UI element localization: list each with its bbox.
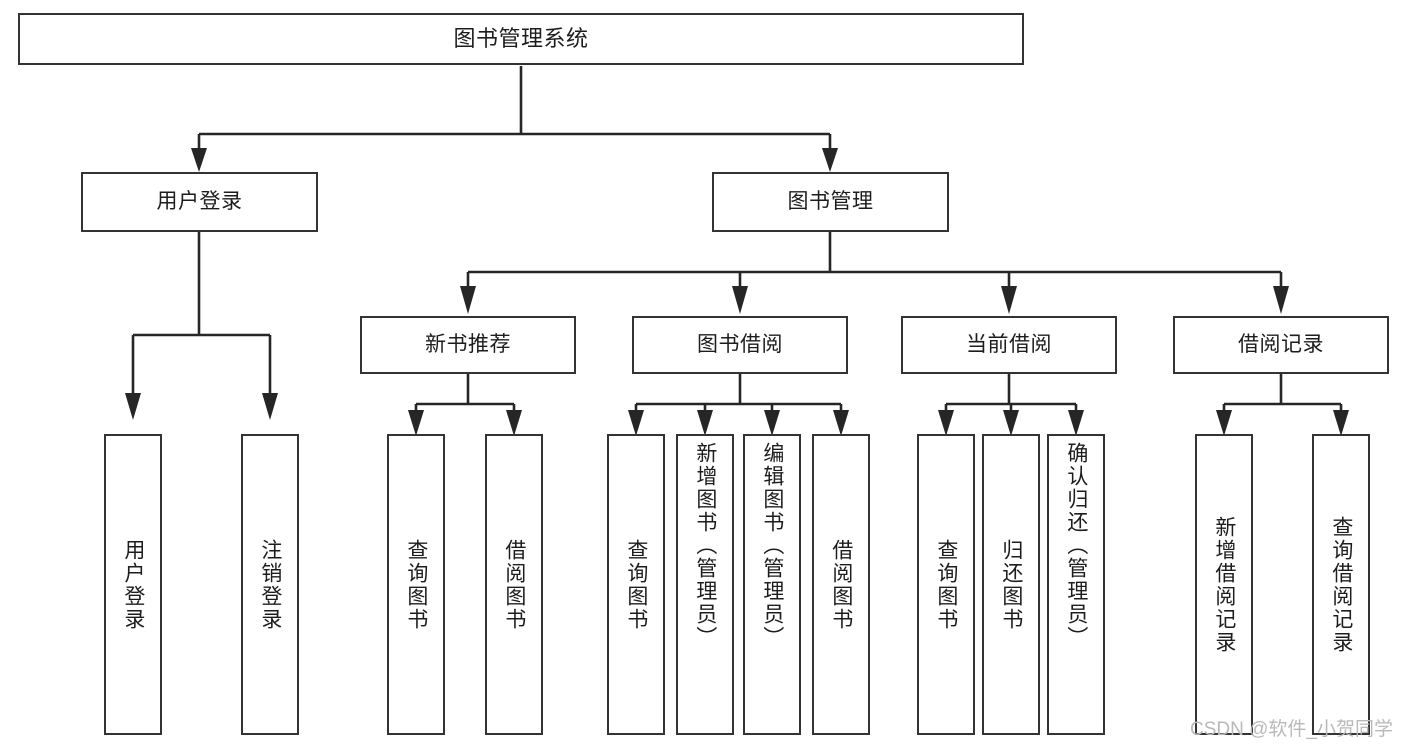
arrowhead-borrow-record — [1273, 286, 1289, 314]
node-leaf-edit-book[interactable]: 编辑图书（管理员） — [743, 434, 801, 735]
node-leaf-edit-book-label: 编辑图书（管理员） — [760, 442, 784, 649]
node-leaf-borrow-book-1[interactable]: 借阅图书 — [485, 434, 543, 735]
arrowhead-leaf-query-book-1 — [408, 410, 424, 436]
node-leaf-query-record[interactable]: 查询借阅记录 — [1312, 434, 1370, 735]
node-borrow-record-label: 借阅记录 — [1238, 332, 1324, 356]
arrowhead-leaf-confirm-return — [1068, 410, 1084, 436]
node-leaf-confirm-return[interactable]: 确认归还（管理员） — [1047, 434, 1105, 735]
node-book-manage[interactable]: 图书管理 — [712, 172, 949, 232]
node-book-borrow-label: 图书借阅 — [697, 332, 783, 356]
node-current-borrow-label: 当前借阅 — [966, 332, 1052, 356]
node-leaf-add-book[interactable]: 新增图书（管理员） — [676, 434, 734, 735]
arrowhead-leaf-borrow-book-1 — [506, 410, 522, 436]
arrowhead-leaf-edit-book — [764, 410, 780, 436]
arrowhead-leaf-borrow-book-2 — [833, 410, 849, 436]
watermark-text: CSDN @软件_小贺同学 — [1190, 719, 1393, 740]
node-user-login[interactable]: 用户登录 — [81, 172, 318, 232]
node-leaf-confirm-return-label: 确认归还（管理员） — [1064, 442, 1088, 649]
node-leaf-add-book-label: 新增图书（管理员） — [693, 442, 717, 649]
arrowhead-new-book-recommend — [460, 286, 476, 314]
arrowhead-book-borrow — [732, 286, 748, 314]
node-leaf-add-record[interactable]: 新增借阅记录 — [1195, 434, 1253, 735]
arrowhead-user-login — [191, 148, 207, 172]
node-leaf-return-book-label: 归还图书 — [999, 538, 1023, 631]
arrowhead-book-manage — [822, 148, 838, 172]
node-leaf-query-book-1-label: 查询图书 — [404, 538, 428, 631]
node-leaf-query-book-1[interactable]: 查询图书 — [387, 434, 445, 735]
node-current-borrow[interactable]: 当前借阅 — [901, 316, 1117, 374]
node-leaf-borrow-book-1-label: 借阅图书 — [502, 538, 526, 631]
node-borrow-record[interactable]: 借阅记录 — [1173, 316, 1389, 374]
node-root[interactable]: 图书管理系统 — [18, 13, 1024, 65]
node-leaf-query-book-2-label: 查询图书 — [624, 538, 648, 631]
arrowhead-leaf-return-book — [1003, 410, 1019, 436]
node-leaf-query-book-3-label: 查询图书 — [934, 538, 958, 631]
node-leaf-user-login-label: 用户登录 — [121, 538, 145, 631]
arrowhead-leaf-query-book-2 — [628, 410, 644, 436]
arrowhead-leaf-logout-login — [262, 393, 278, 420]
node-leaf-return-book[interactable]: 归还图书 — [982, 434, 1040, 735]
node-leaf-logout-login-label: 注销登录 — [258, 538, 282, 631]
node-book-borrow[interactable]: 图书借阅 — [632, 316, 848, 374]
node-leaf-query-record-label: 查询借阅记录 — [1329, 515, 1353, 654]
node-new-book-recommend[interactable]: 新书推荐 — [360, 316, 576, 374]
node-leaf-borrow-book-2[interactable]: 借阅图书 — [812, 434, 870, 735]
node-leaf-logout-login[interactable]: 注销登录 — [241, 434, 299, 735]
arrowhead-leaf-query-book-3 — [938, 410, 954, 436]
arrowhead-leaf-add-book — [697, 410, 713, 436]
node-leaf-borrow-book-2-label: 借阅图书 — [829, 538, 853, 631]
node-user-login-label: 用户登录 — [156, 189, 243, 213]
node-leaf-user-login[interactable]: 用户登录 — [104, 434, 162, 735]
node-leaf-query-book-3[interactable]: 查询图书 — [917, 434, 975, 735]
node-leaf-query-book-2[interactable]: 查询图书 — [607, 434, 665, 735]
node-root-label: 图书管理系统 — [453, 26, 589, 52]
arrowhead-current-borrow — [1001, 286, 1017, 314]
node-leaf-add-record-label: 新增借阅记录 — [1212, 515, 1236, 654]
arrowhead-leaf-add-record — [1216, 410, 1232, 436]
node-new-book-recommend-label: 新书推荐 — [425, 332, 511, 356]
arrowhead-leaf-user-login — [125, 393, 141, 420]
arrowhead-leaf-query-record — [1333, 410, 1349, 436]
node-book-manage-label: 图书管理 — [787, 189, 874, 213]
